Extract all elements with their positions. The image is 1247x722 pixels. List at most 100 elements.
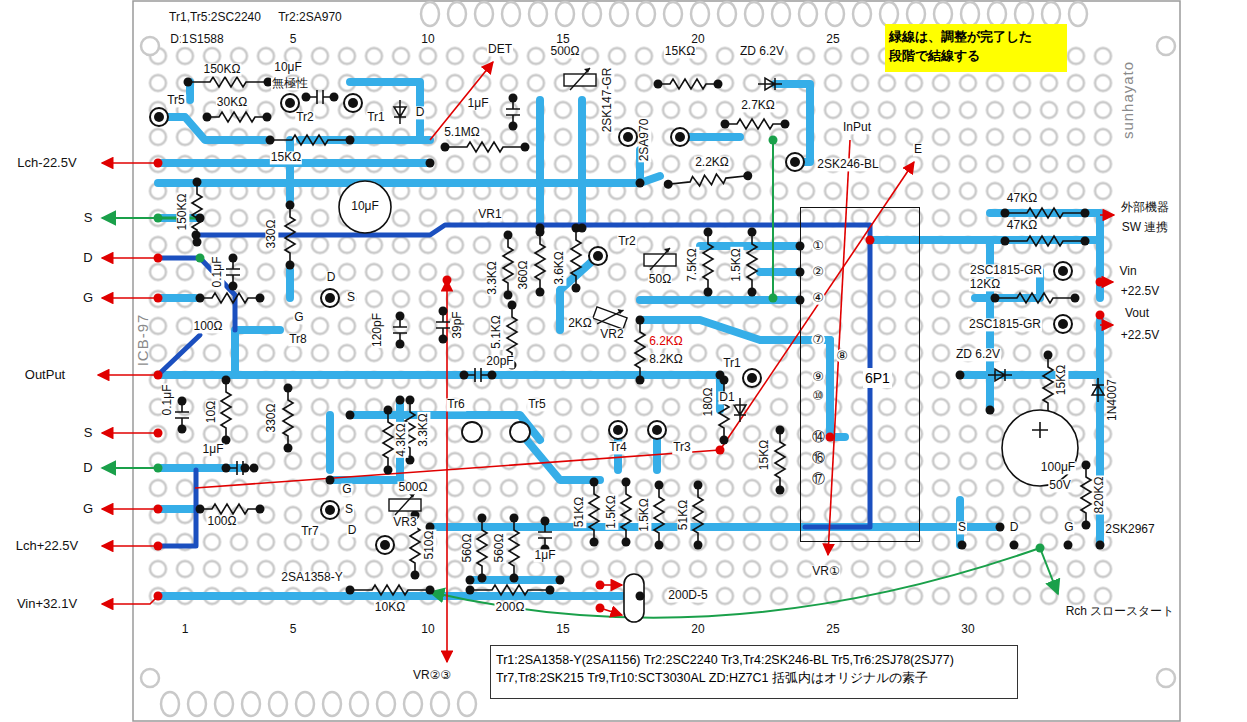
part-label: 330Ω xyxy=(265,403,278,434)
part-label: ZD 6.2V xyxy=(955,348,1001,361)
signal-label: S xyxy=(83,211,94,225)
part-label: Tr8 xyxy=(288,333,308,346)
part-label: E xyxy=(913,143,923,156)
part-label: 2SA1358-Y xyxy=(280,571,343,584)
part-label: 560Ω xyxy=(461,533,474,564)
part-label: 820KΩ xyxy=(1093,476,1106,515)
part-label: 10μF xyxy=(273,61,303,74)
pin-number: ⑭ xyxy=(811,430,826,444)
part-label: 50V xyxy=(1048,479,1071,492)
part-label: Vin xyxy=(1118,265,1137,278)
pin-number: ⑨ xyxy=(811,370,825,384)
part-label: 360Ω xyxy=(517,260,530,291)
part-label: 330Ω xyxy=(265,219,278,250)
signal-label: Vin+32.1V xyxy=(16,597,78,611)
pin-number: ① xyxy=(811,239,825,253)
part-label: Tr6 xyxy=(446,398,466,411)
part-label: +22.5V xyxy=(1120,329,1160,342)
part-label: 3.3KΩ xyxy=(417,412,430,448)
part-label: 2KΩ xyxy=(567,317,593,330)
signal-label: OutPut xyxy=(24,368,66,382)
column-number: 15 xyxy=(555,33,570,46)
part-label: Tr5 xyxy=(527,398,547,411)
part-label: G xyxy=(1063,521,1074,534)
part-label: 2SK147-GR xyxy=(601,67,614,134)
part-label: D1 xyxy=(718,391,735,404)
part-label: 500Ω xyxy=(398,481,429,494)
part-label: 5.1KΩ xyxy=(490,314,503,350)
column-number: 20 xyxy=(690,33,705,46)
pin-number: ⑦ xyxy=(811,333,825,347)
part-label: 10KΩ xyxy=(374,601,406,614)
part-label: VR3 xyxy=(392,516,417,529)
part-label: 200Ω xyxy=(495,601,526,614)
part-label: 0.1μF xyxy=(161,384,174,417)
part-label: Tr5 xyxy=(166,94,186,107)
part-label: ZD 6.2V xyxy=(739,45,785,58)
part-label: VR2 xyxy=(599,328,624,341)
part-label: 50Ω xyxy=(648,273,672,286)
signal-label: Lch-22.5V xyxy=(16,156,77,170)
part-label: SW 連携 xyxy=(1121,221,1170,234)
box-text: Tr1:2SA1358-Y(2SA1156) Tr2:2SC2240 Tr3,T… xyxy=(496,651,1012,669)
column-number: 30 xyxy=(960,623,975,636)
box-text: Tr7,Tr8:2SK215 Tr9,Tr10:SCT3030AL ZD:HZ7… xyxy=(496,669,1012,687)
part-label: 47KΩ xyxy=(1006,192,1038,205)
column-number: 20 xyxy=(690,623,705,636)
column-number: 1 xyxy=(181,33,190,46)
signal-label: D xyxy=(82,251,93,265)
part-label: Tr1 xyxy=(366,111,386,124)
part-label: 2SK2967 xyxy=(1104,523,1155,536)
part-label: 120pF xyxy=(371,312,384,348)
part-label: 8.2KΩ xyxy=(648,353,684,366)
pin-number: ④ xyxy=(811,291,825,305)
part-label: 15KΩ xyxy=(664,45,696,58)
part-label: Tr2 xyxy=(295,111,315,124)
box-text: 緑線は、調整が完了した 段階で結線する xyxy=(889,28,1063,66)
part-label: 1.5KΩ xyxy=(638,497,651,533)
socket-outline: 6P1 xyxy=(800,207,920,542)
part-label: 10μF xyxy=(350,200,380,213)
part-label: D:1S1588 xyxy=(169,33,224,46)
parts-legend-box: Tr1:2SA1358-Y(2SA1156) Tr2:2SC2240 Tr3,T… xyxy=(490,645,1018,699)
signal-label: S xyxy=(83,426,94,440)
part-label: 6.2KΩ xyxy=(648,335,684,348)
part-label: 51KΩ xyxy=(573,496,586,528)
column-number: 25 xyxy=(825,623,840,636)
column-number: 5 xyxy=(289,623,298,636)
signal-label: G xyxy=(82,502,94,516)
part-label: +22.5V xyxy=(1120,285,1160,298)
watermark: ICB-97 xyxy=(135,313,152,368)
part-label: 1μF xyxy=(202,443,225,456)
part-label: 7.5KΩ xyxy=(686,247,699,283)
part-label: 15KΩ xyxy=(270,151,302,164)
part-label: D xyxy=(415,106,426,119)
part-label: D xyxy=(347,524,358,537)
part-label: 15KΩ xyxy=(758,439,771,471)
part-label: 150KΩ xyxy=(203,63,242,76)
part-label: 39pF xyxy=(451,310,464,339)
part-label: 560Ω xyxy=(493,533,506,564)
part-label: DET xyxy=(487,43,513,56)
part-label: 2SC1815-GR xyxy=(968,318,1042,331)
part-label: InPut xyxy=(842,121,872,134)
part-label: 150KΩ xyxy=(176,193,189,232)
part-label: 20pF xyxy=(485,355,514,368)
part-label: 1μF xyxy=(467,97,490,110)
part-label: S xyxy=(344,503,354,516)
part-label: 3.3KΩ xyxy=(486,260,499,296)
part-label: 10Ω xyxy=(205,400,218,424)
part-label: G xyxy=(341,483,352,496)
part-label: 無極性 xyxy=(271,77,309,90)
part-label: Tr3 xyxy=(672,441,692,454)
part-label: VR②③ xyxy=(412,669,452,682)
column-number: 1 xyxy=(181,623,190,636)
part-label: 500Ω xyxy=(550,45,581,58)
part-label: 100Ω xyxy=(207,515,238,528)
part-label: 1N4007 xyxy=(1106,378,1119,422)
part-label: 2SA970 xyxy=(638,118,651,163)
part-label: 1.5KΩ xyxy=(605,494,618,530)
part-label: 2.2KΩ xyxy=(694,156,730,169)
pin-number: ② xyxy=(811,265,825,279)
